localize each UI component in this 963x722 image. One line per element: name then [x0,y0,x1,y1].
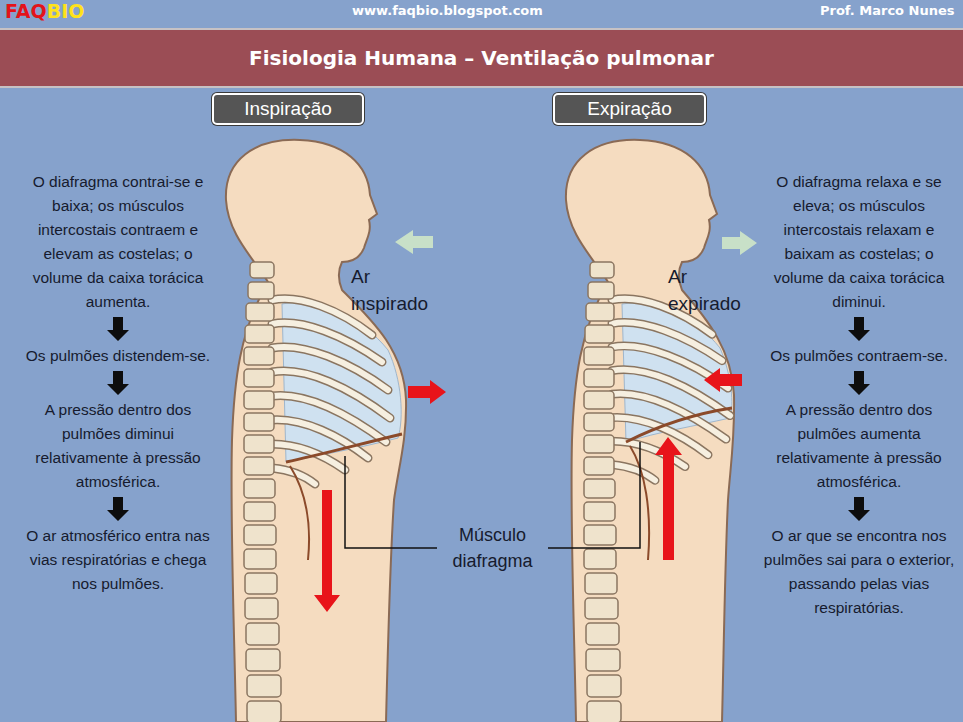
step-text: A pressão dentro dos pulmões diminui rel… [20,398,216,494]
site-url: www.faqbio.blogspot.com [352,3,543,18]
step-block: O ar atmosférico entra nas vias respirat… [20,524,216,596]
step-text: Os pulmões distendem-se. [20,344,216,368]
air-label: Ar expirado [668,263,760,317]
author-name: Prof. Marco Nunes [820,3,955,18]
phase-title: Inspiração [244,98,332,120]
step-text: O diafragma relaxa e se eleva; os múscul… [760,170,958,314]
step-block: O diafragma contrai-se e baixa; os múscu… [20,170,216,314]
flow-arrow [848,371,870,395]
phase-tab: Inspiração [212,93,364,125]
phase-tab: Expiração [553,93,706,125]
muscle-label: Músculo diafragma [442,522,543,574]
flow-arrow [107,371,129,395]
title-band: Fisiologia Humana – Ventilação pulmonar [0,28,963,88]
step-text: O diafragma contrai-se e baixa; os múscu… [20,170,216,314]
step-text: Os pulmões contraem-se. [760,344,958,368]
step-text: O ar atmosférico entra nas vias respirat… [20,524,216,596]
flow-arrow [107,317,129,341]
step-block: A pressão dentro dos pulmões diminui rel… [20,398,216,494]
step-text: O ar que se encontra nos pulmões sai par… [760,524,958,620]
phase-title: Expiração [587,98,672,120]
brand-mark: BIO [47,0,85,22]
flow-arrow [848,317,870,341]
flow-arrow [107,497,129,521]
step-block: Os pulmões distendem-se. [20,344,216,368]
flow-arrow [848,497,870,521]
air-label: Ar inspirado [351,263,443,317]
brand-mark: FAQ [5,0,47,22]
step-block: A pressão dentro dos pulmões aumenta rel… [760,398,958,494]
step-block: O diafragma relaxa e se eleva; os múscul… [760,170,958,314]
step-text: A pressão dentro dos pulmões aumenta rel… [760,398,958,494]
diagram-title: Fisiologia Humana – Ventilação pulmonar [249,46,714,70]
step-block: O ar que se encontra nos pulmões sai par… [760,524,958,620]
step-block: Os pulmões contraem-se. [760,344,958,368]
